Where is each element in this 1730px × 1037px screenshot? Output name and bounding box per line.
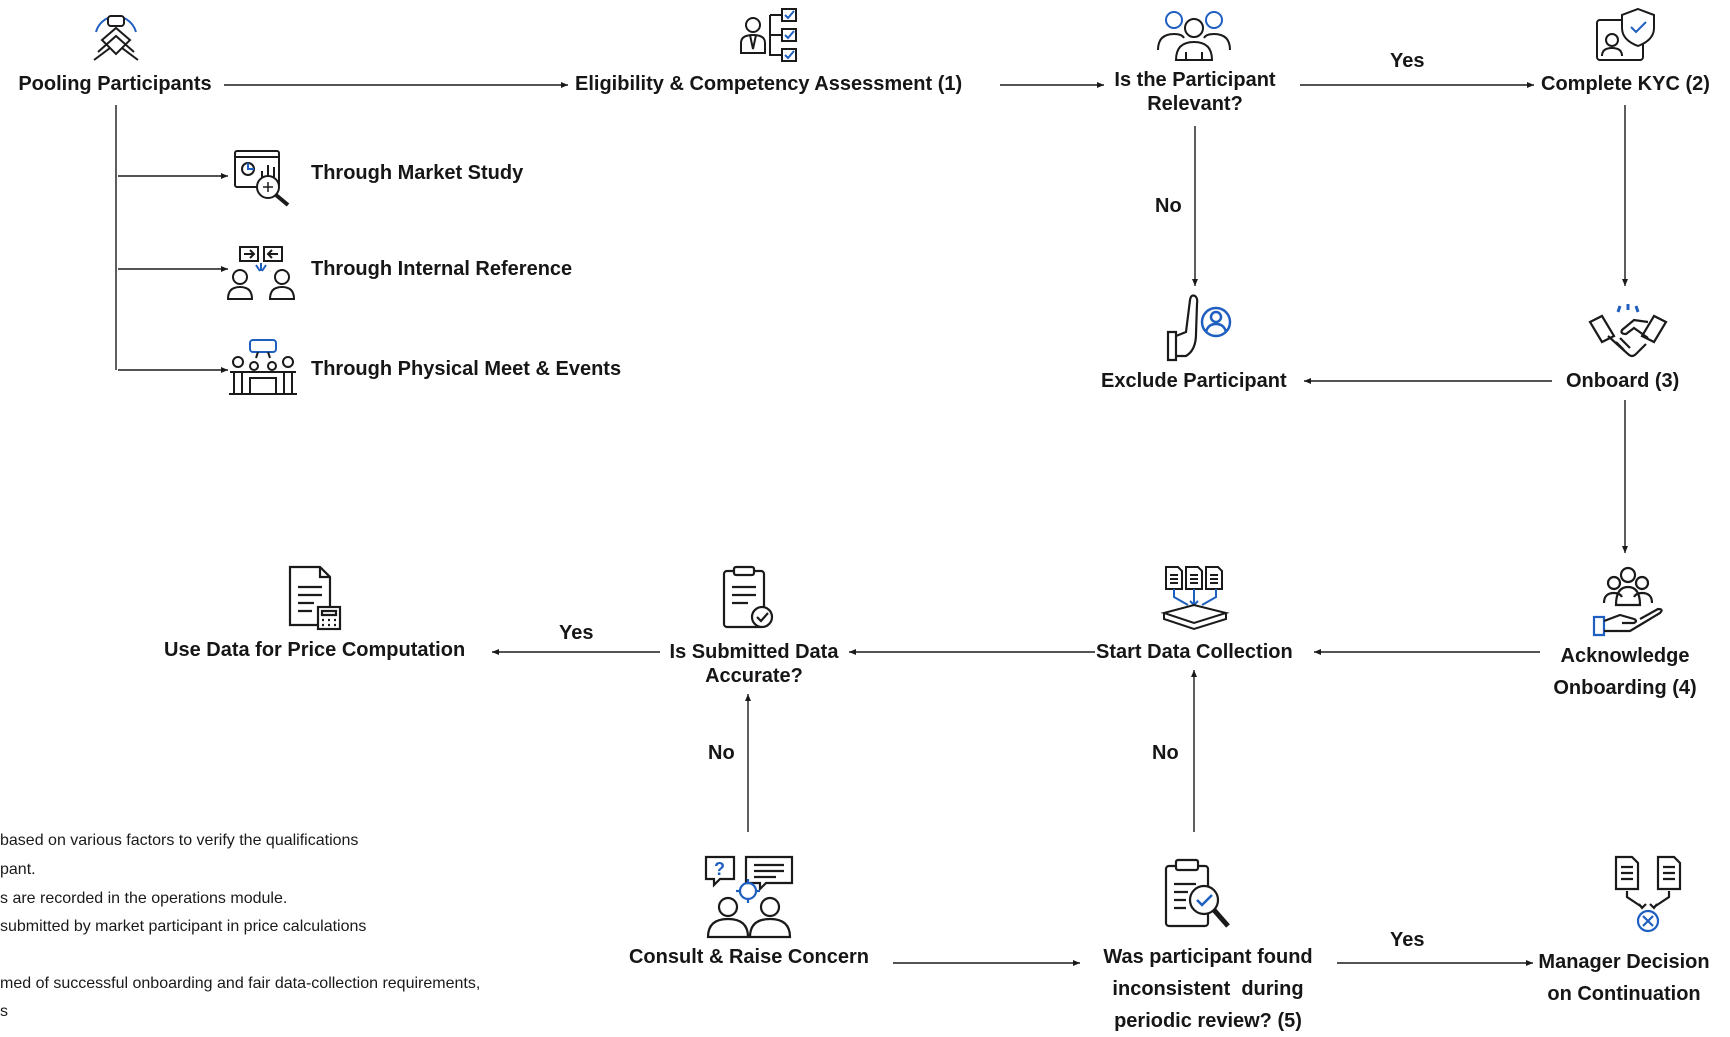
checklist-person-icon [738, 5, 800, 67]
manager-decision-icon [1612, 855, 1692, 935]
node-through-market-study: Through Market Study [311, 162, 524, 184]
market-study-icon [232, 147, 292, 207]
clipboard-check-icon [718, 565, 778, 631]
node-is-data-accurate-line1: Is Submitted Data [669, 641, 839, 663]
edge-label-accurate-yes: Yes [559, 622, 594, 644]
footnote-1: based on various factors to verify the q… [0, 832, 359, 849]
svg-text:?: ? [714, 859, 725, 879]
node-inconsistent-review-line3: periodic review? (5) [1114, 1010, 1302, 1032]
acknowledge-hand-icon [1590, 565, 1666, 637]
node-inconsistent-review: Was participant found inconsistent durin… [1103, 941, 1312, 1037]
node-is-data-accurate: Is Submitted Data Accurate? [670, 640, 839, 688]
node-use-data-price-computation: Use Data for Price Computation [164, 639, 466, 661]
node-through-physical-meet: Through Physical Meet & Events [311, 358, 622, 380]
node-is-participant-relevant: Is the Participant Relevant? [1114, 68, 1275, 116]
edge-label-relevant-no: No [1155, 195, 1182, 217]
exclude-hand-icon [1160, 292, 1236, 362]
node-is-participant-relevant-line2: Relevant? [1147, 93, 1243, 115]
node-is-data-accurate-line2: Accurate? [705, 665, 803, 687]
node-complete-kyc: Complete KYC (2) [1541, 73, 1710, 95]
handshake-icon [1588, 302, 1668, 364]
group-people-icon [1152, 6, 1236, 62]
edge-label-relevant-yes: Yes [1390, 50, 1425, 72]
node-acknowledge-onboarding-line2: Onboarding (4) [1553, 677, 1697, 699]
pooling-hands-icon [88, 10, 144, 66]
node-consult-raise-concern: Consult & Raise Concern [628, 946, 870, 968]
node-start-data-collection: Start Data Collection [1096, 641, 1293, 663]
kyc-shield-icon [1594, 6, 1660, 64]
node-pooling-participants: Pooling Participants [18, 73, 212, 95]
internal-reference-icon [226, 245, 296, 301]
node-manager-decision: Manager Decision on Continuation [1538, 946, 1709, 1010]
price-document-icon [284, 565, 344, 631]
node-is-participant-relevant-line1: Is the Participant [1114, 69, 1276, 91]
data-collection-icon [1160, 565, 1230, 631]
node-onboard: Onboard (3) [1566, 370, 1680, 392]
node-eligibility-assessment: Eligibility & Competency Assessment (1) [575, 73, 963, 95]
meeting-icon [228, 338, 298, 396]
edge-label-accurate-no: No [708, 742, 735, 764]
node-inconsistent-review-line1: Was participant found [1103, 946, 1313, 968]
node-acknowledge-onboarding: Acknowledge Onboarding (4) [1553, 640, 1696, 704]
node-manager-decision-line2: on Continuation [1547, 983, 1701, 1005]
node-inconsistent-review-line2: inconsistent during [1112, 978, 1304, 1000]
node-acknowledge-onboarding-line1: Acknowledge [1560, 645, 1690, 667]
edge-label-inconsistent-yes: Yes [1390, 929, 1425, 951]
footnote-5: med of successful onboarding and fair da… [0, 975, 481, 992]
node-manager-decision-line1: Manager Decision [1538, 951, 1710, 973]
footnote-3: s are recorded in the operations module. [0, 890, 288, 907]
review-clipboard-icon [1162, 858, 1238, 932]
footnote-2: pant. [0, 861, 36, 878]
edge-label-inconsistent-no: No [1152, 742, 1179, 764]
footnote-4: submitted by market participant in price… [0, 918, 367, 935]
consult-concern-icon: ? [704, 855, 794, 939]
footnote-6: s [0, 1003, 8, 1020]
node-through-internal-reference: Through Internal Reference [311, 258, 573, 280]
node-exclude-participant: Exclude Participant [1101, 370, 1287, 392]
